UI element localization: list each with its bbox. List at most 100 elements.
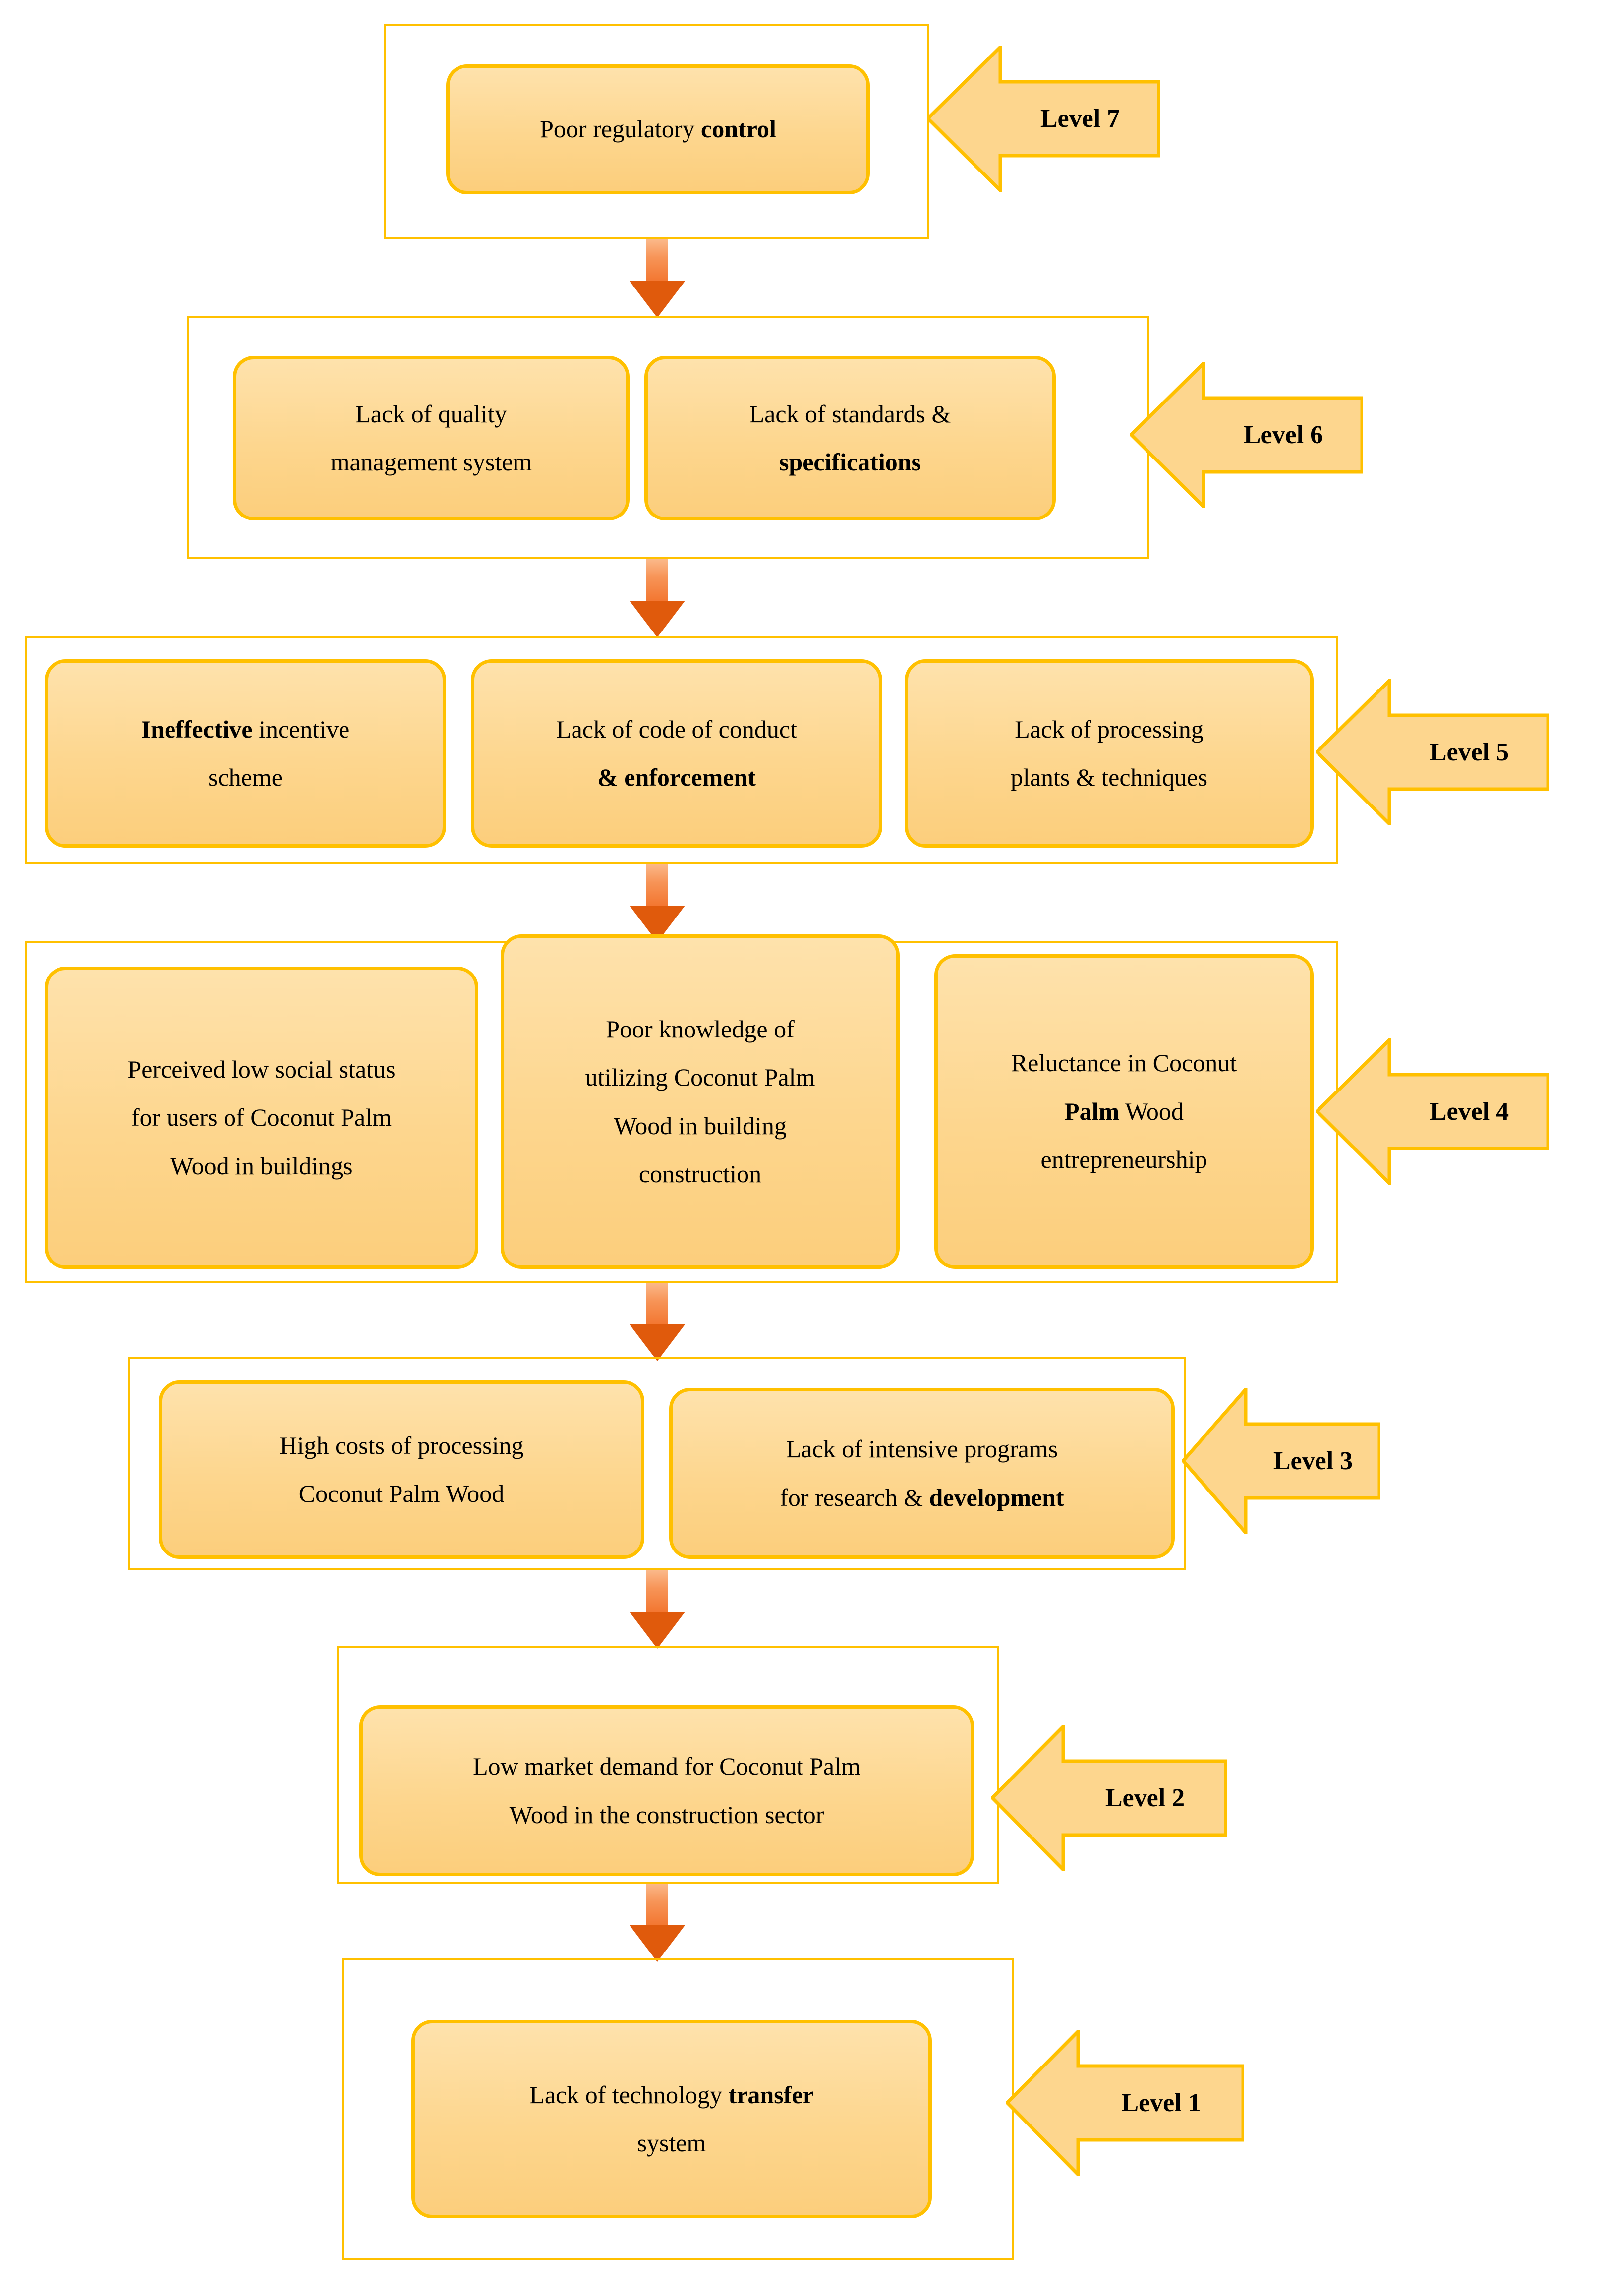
- arrow-shaft: [646, 1884, 668, 1929]
- text-run: for users of Coconut Palm: [131, 1103, 392, 1132]
- left-arrow-shape: [1006, 2030, 1244, 2176]
- level-tag-label: Level 7: [1040, 105, 1120, 133]
- flow-arrow-2-to-1: [630, 1884, 685, 1962]
- arrow-head: [630, 1925, 685, 1962]
- text-run: scheme: [208, 763, 283, 791]
- arrow-head: [630, 1612, 685, 1649]
- factor-box-lack-technology-transfer[interactable]: Lack of technology transfer system: [411, 2020, 932, 2218]
- text-run: system: [637, 2129, 706, 2157]
- level-tag-label: Level 3: [1273, 1447, 1353, 1475]
- arrow-shaft: [646, 239, 668, 285]
- text-run: management system: [330, 448, 532, 476]
- factor-box-lack-standards-specifications[interactable]: Lack of standards & specifications: [644, 356, 1056, 520]
- text-run: Perceived low social status: [127, 1055, 396, 1083]
- left-arrow-shape: [1316, 679, 1549, 825]
- text-run: entrepreneurship: [1040, 1146, 1207, 1174]
- arrow-shaft: [646, 559, 668, 605]
- level-tag-label: Level 5: [1429, 738, 1509, 766]
- text-run: Lack of technology: [529, 2080, 729, 2109]
- level-tag-1: Level 1: [1006, 2030, 1244, 2176]
- factor-box-lack-processing-plants[interactable]: Lack of processing plants & techniques: [905, 659, 1314, 848]
- text-run: Wood in building: [614, 1111, 787, 1140]
- factor-box-lack-quality-management[interactable]: Lack of quality management system: [233, 356, 630, 520]
- arrow-head: [630, 601, 685, 637]
- level-tag-label: Level 2: [1105, 1784, 1185, 1812]
- level-tag-label: Level 4: [1429, 1097, 1509, 1126]
- text-run-bold: development: [929, 1483, 1064, 1511]
- factor-box-text: Lack of intensive programs for research &…: [686, 1425, 1158, 1522]
- flow-arrow-7-to-6: [630, 239, 685, 318]
- arrow-head: [630, 281, 685, 318]
- text-run: plants & techniques: [1010, 763, 1208, 791]
- text-run: Coconut Palm Wood: [298, 1480, 505, 1507]
- left-arrow-shape: [927, 46, 1160, 192]
- factor-box-text: Ineffective incentive scheme: [61, 705, 430, 802]
- left-arrow-shape: [1130, 362, 1363, 508]
- factor-box-text: Lack of processing plants & techniques: [921, 705, 1297, 802]
- left-arrow-shape: [1316, 1038, 1549, 1185]
- text-run-bold: Ineffective: [141, 715, 253, 743]
- factor-box-text: Lack of code of conduct & enforcement: [487, 705, 866, 802]
- factor-box-text: Lack of standards & specifications: [661, 390, 1039, 487]
- text-run: Low market demand for Coconut Palm: [473, 1752, 860, 1780]
- arrow-head: [630, 1324, 685, 1361]
- text-run: Lack of code of conduct: [556, 715, 797, 743]
- factor-box-perceived-low-social-status[interactable]: Perceived low social status for users of …: [45, 967, 478, 1269]
- text-run: Lack of quality: [355, 400, 507, 428]
- text-run-bold: specifications: [779, 448, 921, 476]
- text-run: High costs of processing: [279, 1431, 524, 1459]
- text-run: Poor regulatory: [540, 115, 701, 143]
- flow-arrow-5-to-4: [630, 864, 685, 942]
- factor-box-ineffective-incentive-scheme[interactable]: Ineffective incentive scheme: [45, 659, 446, 848]
- text-run: Wood in the construction sector: [509, 1800, 824, 1829]
- factor-box-text: Perceived low social status for users of …: [61, 1045, 462, 1191]
- text-run: Wood in buildings: [170, 1151, 353, 1180]
- factor-box-text: Lack of quality management system: [249, 390, 613, 487]
- text-run-bold: & enforcement: [597, 763, 756, 791]
- text-run: Poor knowledge of: [606, 1015, 795, 1043]
- text-run: Lack of processing: [1015, 715, 1204, 743]
- level-tag-label: Level 6: [1243, 421, 1323, 449]
- factor-box-text: Lack of technology transfer system: [428, 2071, 916, 2168]
- flow-arrow-3-to-2: [630, 1570, 685, 1649]
- left-arrow-shape: [1182, 1388, 1380, 1534]
- level-tag-7: Level 7: [927, 46, 1160, 192]
- level-tag-6: Level 6: [1130, 362, 1363, 508]
- text-run: for research &: [780, 1483, 929, 1511]
- text-run: utilizing Coconut Palm: [585, 1063, 815, 1091]
- arrow-shaft: [646, 1570, 668, 1616]
- level-tag-5: Level 5: [1316, 679, 1549, 825]
- left-arrow-shape: [991, 1725, 1227, 1871]
- level-2-container: [337, 1646, 999, 1884]
- level-tag-3: Level 3: [1182, 1388, 1380, 1534]
- text-run-bold: Palm: [1064, 1097, 1120, 1125]
- factor-box-poor-regulatory-control[interactable]: Poor regulatory control: [446, 64, 870, 194]
- text-run: Lack of intensive programs: [786, 1435, 1058, 1463]
- text-run: Reluctance in Coconut: [1011, 1049, 1237, 1077]
- level-tag-2: Level 2: [991, 1725, 1227, 1871]
- text-run: Lack of standards &: [749, 400, 951, 428]
- flow-arrow-4-to-3: [630, 1283, 685, 1361]
- factor-box-lack-intensive-programs[interactable]: Lack of intensive programs for research &…: [669, 1388, 1175, 1559]
- level-tag-label: Level 1: [1121, 2089, 1201, 2117]
- text-run: construction: [638, 1160, 762, 1188]
- factor-box-lack-code-conduct-enforcement[interactable]: Lack of code of conduct & enforcement: [471, 659, 882, 848]
- level-7-container: [384, 24, 929, 239]
- text-run: incentive: [252, 715, 350, 743]
- arrow-shaft: [646, 864, 668, 910]
- text-run: Wood: [1119, 1097, 1184, 1125]
- arrow-shaft: [646, 1283, 668, 1328]
- flow-arrow-6-to-5: [630, 559, 685, 637]
- text-run-bold: control: [701, 115, 776, 143]
- level-tag-4: Level 4: [1316, 1038, 1549, 1185]
- text-run-bold: transfer: [728, 2080, 814, 2109]
